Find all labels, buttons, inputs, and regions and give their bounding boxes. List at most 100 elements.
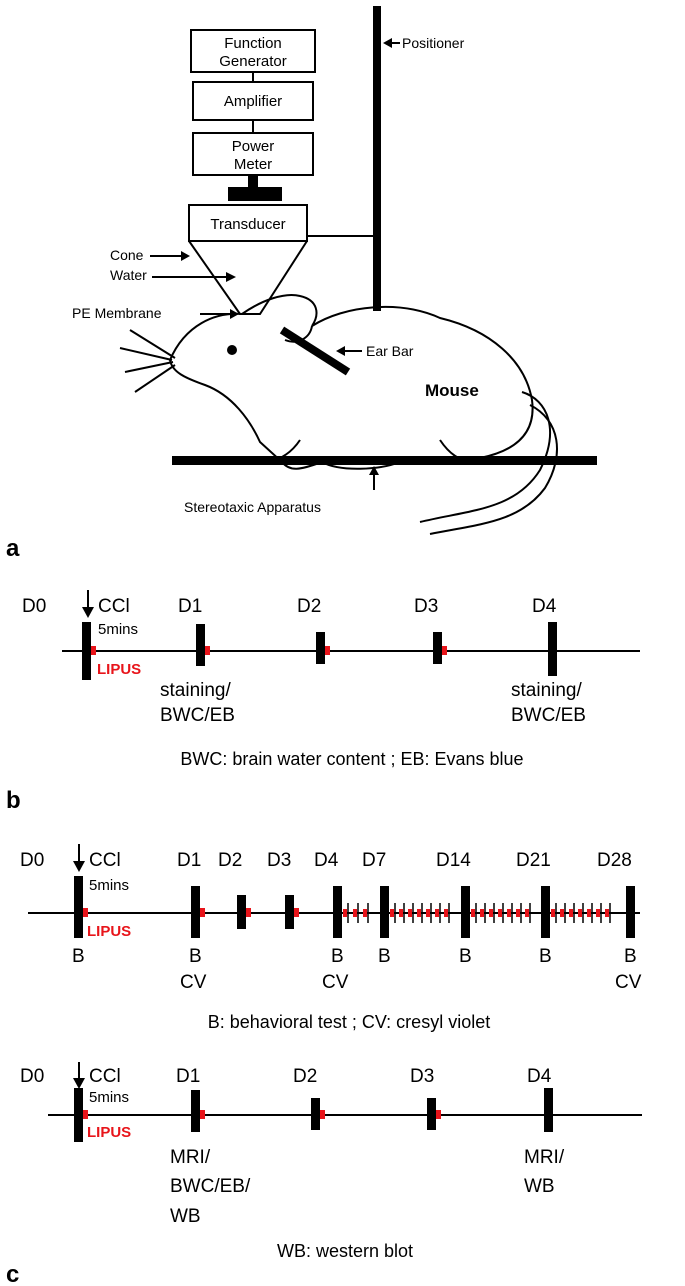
amplifier-box <box>192 81 314 121</box>
function-generator-label-1: Function <box>224 35 282 52</box>
power-meter-box <box>192 132 314 176</box>
timeline-c2: D0 D1 D2 D3 D4 CCl 5mins LIPUS MRI/ BWC/… <box>20 1062 642 1261</box>
assay-label: B <box>539 946 552 967</box>
duration-label: 5mins <box>89 1089 129 1106</box>
panel-label-b: b <box>6 787 21 814</box>
day-label: D0 <box>20 850 44 871</box>
lipus-mark <box>200 908 205 917</box>
lipus-label: LIPUS <box>87 1124 131 1141</box>
positioner-post <box>373 6 381 311</box>
day-label: D3 <box>267 850 291 871</box>
session-bar <box>237 895 246 929</box>
day1-assay-label: BWC/EB <box>160 705 235 726</box>
mouse-eye <box>227 345 237 355</box>
session-bar <box>74 1088 83 1142</box>
assay-label: CV <box>615 972 642 993</box>
daily-lipus-marks <box>343 909 609 917</box>
session-bar <box>191 1090 200 1132</box>
footnote-c2: WB: western blot <box>277 1241 413 1261</box>
panel-label-c: c <box>6 1261 19 1286</box>
stereotaxic-bar <box>172 456 597 465</box>
session-bar <box>548 622 557 676</box>
day-label: D28 <box>597 850 632 871</box>
panel-label-a: a <box>6 535 20 562</box>
stereotaxic-label: Stereotaxic Apparatus <box>184 499 321 515</box>
duration-label: 5mins <box>89 877 129 894</box>
session-bar <box>285 895 294 929</box>
ear-bar-label: Ear Bar <box>366 343 414 359</box>
session-bar <box>333 886 342 938</box>
session-bar <box>544 1088 553 1132</box>
ear-bar <box>279 326 351 376</box>
assay-label: B <box>624 946 637 967</box>
ccl-label: CCl <box>98 596 130 617</box>
day-label: D0 <box>20 1066 44 1087</box>
session-bar <box>82 622 91 680</box>
assay-label: CV <box>180 972 207 993</box>
cone-label: Cone <box>110 247 144 263</box>
lipus-mark <box>294 908 299 917</box>
ccl-label: CCl <box>89 1066 121 1087</box>
assay-label: B <box>331 946 344 967</box>
day-label: D2 <box>218 850 242 871</box>
assay-label: CV <box>322 972 349 993</box>
lipus-mark <box>325 646 330 655</box>
day-label: D3 <box>410 1066 434 1087</box>
daily-treatment-ticks <box>347 903 611 923</box>
pe-membrane-label: PE Membrane <box>72 305 162 321</box>
session-bar <box>311 1098 320 1130</box>
transducer-label: Transducer <box>210 216 285 233</box>
function-generator-label-2: Generator <box>219 53 287 70</box>
session-bar <box>433 632 442 664</box>
day-label: D4 <box>532 596 557 617</box>
day4-assay-label: staining/ <box>511 680 582 701</box>
day-label: D2 <box>293 1066 317 1087</box>
day1-assay-label: BWC/EB/ <box>170 1176 251 1197</box>
session-bar <box>461 886 470 938</box>
footnote-c1: B: behavioral test ; CV: cresyl violet <box>208 1012 490 1032</box>
lipus-label: LIPUS <box>97 661 141 678</box>
apparatus-diagram: Function Generator Amplifier Power Meter… <box>72 6 597 535</box>
day4-assay-label: BWC/EB <box>511 705 586 726</box>
assay-label: B <box>378 946 391 967</box>
assay-label: B <box>189 946 202 967</box>
timeline-b: D0 D1 D2 D3 D4 CCl 5mins LIPUS staining/… <box>22 590 640 769</box>
day1-assay-label: staining/ <box>160 680 231 701</box>
day4-assay-label: MRI/ <box>524 1147 565 1168</box>
positioner-label: Positioner <box>402 35 465 51</box>
mouse-label: Mouse <box>425 381 479 400</box>
session-bar <box>427 1098 436 1130</box>
function-generator-box <box>190 29 316 73</box>
lipus-mark <box>246 908 251 917</box>
footnote-b: BWC: brain water content ; EB: Evans blu… <box>180 749 523 769</box>
session-bar <box>626 886 635 938</box>
lipus-mark <box>442 646 447 655</box>
lipus-mark <box>200 1110 205 1119</box>
day-label: D21 <box>516 850 551 871</box>
ccl-label: CCl <box>89 850 121 871</box>
day-label: D4 <box>527 1066 552 1087</box>
assay-label: B <box>72 946 85 967</box>
day-label: D1 <box>178 596 202 617</box>
day-label: D4 <box>314 850 339 871</box>
lipus-label: LIPUS <box>87 923 131 940</box>
session-bar <box>380 886 389 938</box>
day-label: D7 <box>362 850 386 871</box>
duration-label: 5mins <box>98 621 138 638</box>
amplifier-label: Amplifier <box>224 93 282 110</box>
day1-assay-label: MRI/ <box>170 1147 211 1168</box>
day-label: D14 <box>436 850 471 871</box>
lipus-mark <box>83 908 88 917</box>
transducer-box <box>188 204 308 242</box>
timeline-c1: D0 D1 D2 D3 D4 D7 D14 D21 D28 CCl 5mins … <box>20 844 642 1032</box>
day-label: D1 <box>177 850 201 871</box>
session-bar <box>316 632 325 664</box>
power-meter-label-1: Power <box>232 138 275 155</box>
lipus-mark <box>83 1110 88 1119</box>
session-bar <box>541 886 550 938</box>
lipus-mark <box>205 646 210 655</box>
day4-assay-label: WB <box>524 1176 555 1197</box>
session-bar <box>191 886 200 938</box>
day-label: D1 <box>176 1066 200 1087</box>
